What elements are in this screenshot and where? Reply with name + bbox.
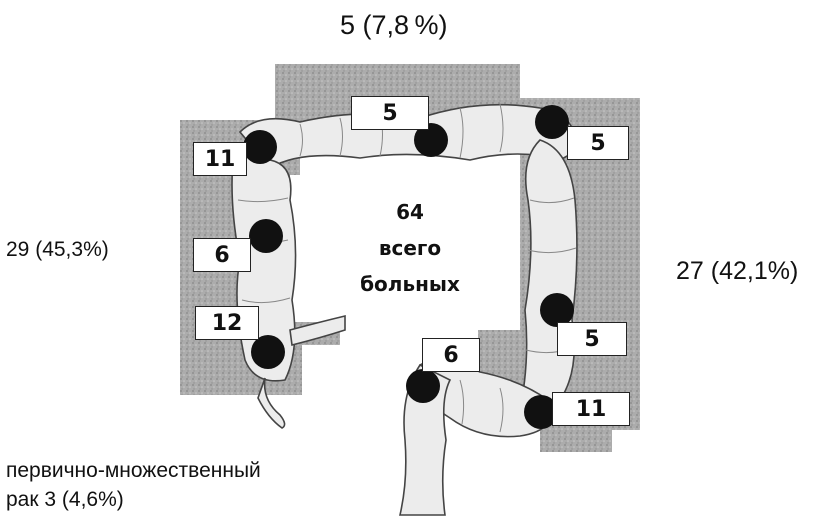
colon-body: [232, 105, 578, 515]
left-count: 29: [6, 238, 29, 261]
tumor-count-box: 6: [422, 338, 480, 372]
tumor-count-box: 5: [351, 96, 429, 130]
tumor-count-box: 12: [195, 306, 259, 340]
tumor-dot: [251, 335, 285, 369]
right-group-label: 27 (42,1%): [676, 257, 798, 286]
note-line-2: рак 3 (4,6%): [6, 485, 261, 514]
total-caption-2: больных: [330, 266, 490, 302]
tumor-count-box: 5: [567, 126, 629, 160]
total-caption-1: всего: [330, 230, 490, 266]
right-pct: (42,1%): [711, 257, 799, 285]
tumor-count-box: 6: [193, 238, 251, 272]
tumor-dot: [535, 105, 569, 139]
multiple-primary-note: первично-множественный рак 3 (4,6%): [6, 456, 261, 514]
note-line-1: первично-множественный: [6, 456, 261, 485]
total-count: 64: [330, 194, 490, 230]
total-patients-label: 64 всего больных: [330, 194, 490, 302]
top-group-label: 5 (7,8 %): [340, 10, 447, 41]
tumor-count-box: 11: [552, 392, 630, 426]
tumor-dot: [406, 369, 440, 403]
left-group-label: 29 (45,3%): [6, 238, 109, 262]
top-pct: (7,8 %): [363, 10, 448, 40]
tumor-dot: [249, 219, 283, 253]
top-count: 5: [340, 10, 355, 40]
tumor-dot: [243, 130, 277, 164]
left-pct: (45,3%): [35, 238, 109, 261]
tumor-count-box: 11: [193, 142, 247, 176]
right-count: 27: [676, 257, 704, 285]
tumor-count-box: 5: [557, 322, 627, 356]
